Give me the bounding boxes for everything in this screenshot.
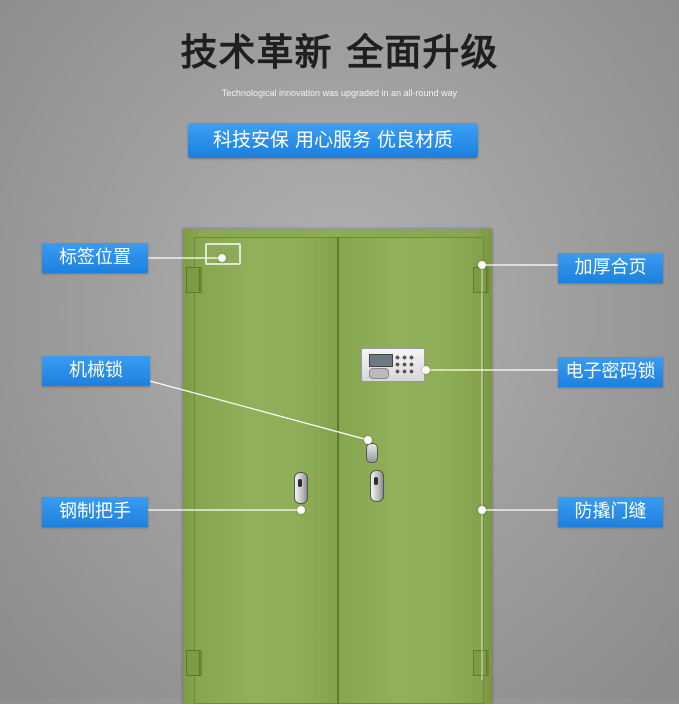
callout-label-position: 标签位置: [42, 243, 148, 273]
callout-mechanical-lock: 机械锁: [42, 356, 150, 386]
line-mechanical-lock: [149, 380, 369, 441]
right-door: [338, 237, 484, 704]
marker-dot: [218, 254, 226, 262]
lock-knob: [369, 368, 389, 379]
callout-thick-hinge: 加厚合页: [558, 253, 663, 283]
hinge-icon: [186, 267, 200, 293]
marker-dot: [364, 436, 372, 444]
door-seam: [337, 237, 339, 704]
headline: 技术革新 全面升级: [180, 31, 499, 74]
marker-dot: [478, 506, 486, 514]
lock-screen: [369, 354, 393, 367]
callout-anti-pry-gap: 防撬门缝: [558, 497, 663, 527]
marker-dot: [422, 366, 430, 374]
filing-cabinet: [183, 229, 492, 704]
handle-icon: [294, 472, 308, 504]
feature-banner: 科技安保 用心服务 优良材质: [188, 123, 478, 158]
hinge-icon: [186, 650, 200, 676]
electronic-lock-icon: [361, 348, 425, 382]
callout-steel-handle: 钢制把手: [42, 497, 148, 527]
marker-dot: [297, 506, 305, 514]
subline: Technological innovation was upgraded in…: [221, 88, 458, 98]
marker-dot: [478, 261, 486, 269]
hinge-icon: [473, 650, 487, 676]
callout-electronic-lock: 电子密码锁: [558, 357, 663, 387]
left-door: [194, 237, 340, 704]
keyhole-icon: [366, 443, 378, 463]
keypad-icon: [394, 354, 416, 376]
handle-icon: [370, 470, 384, 502]
